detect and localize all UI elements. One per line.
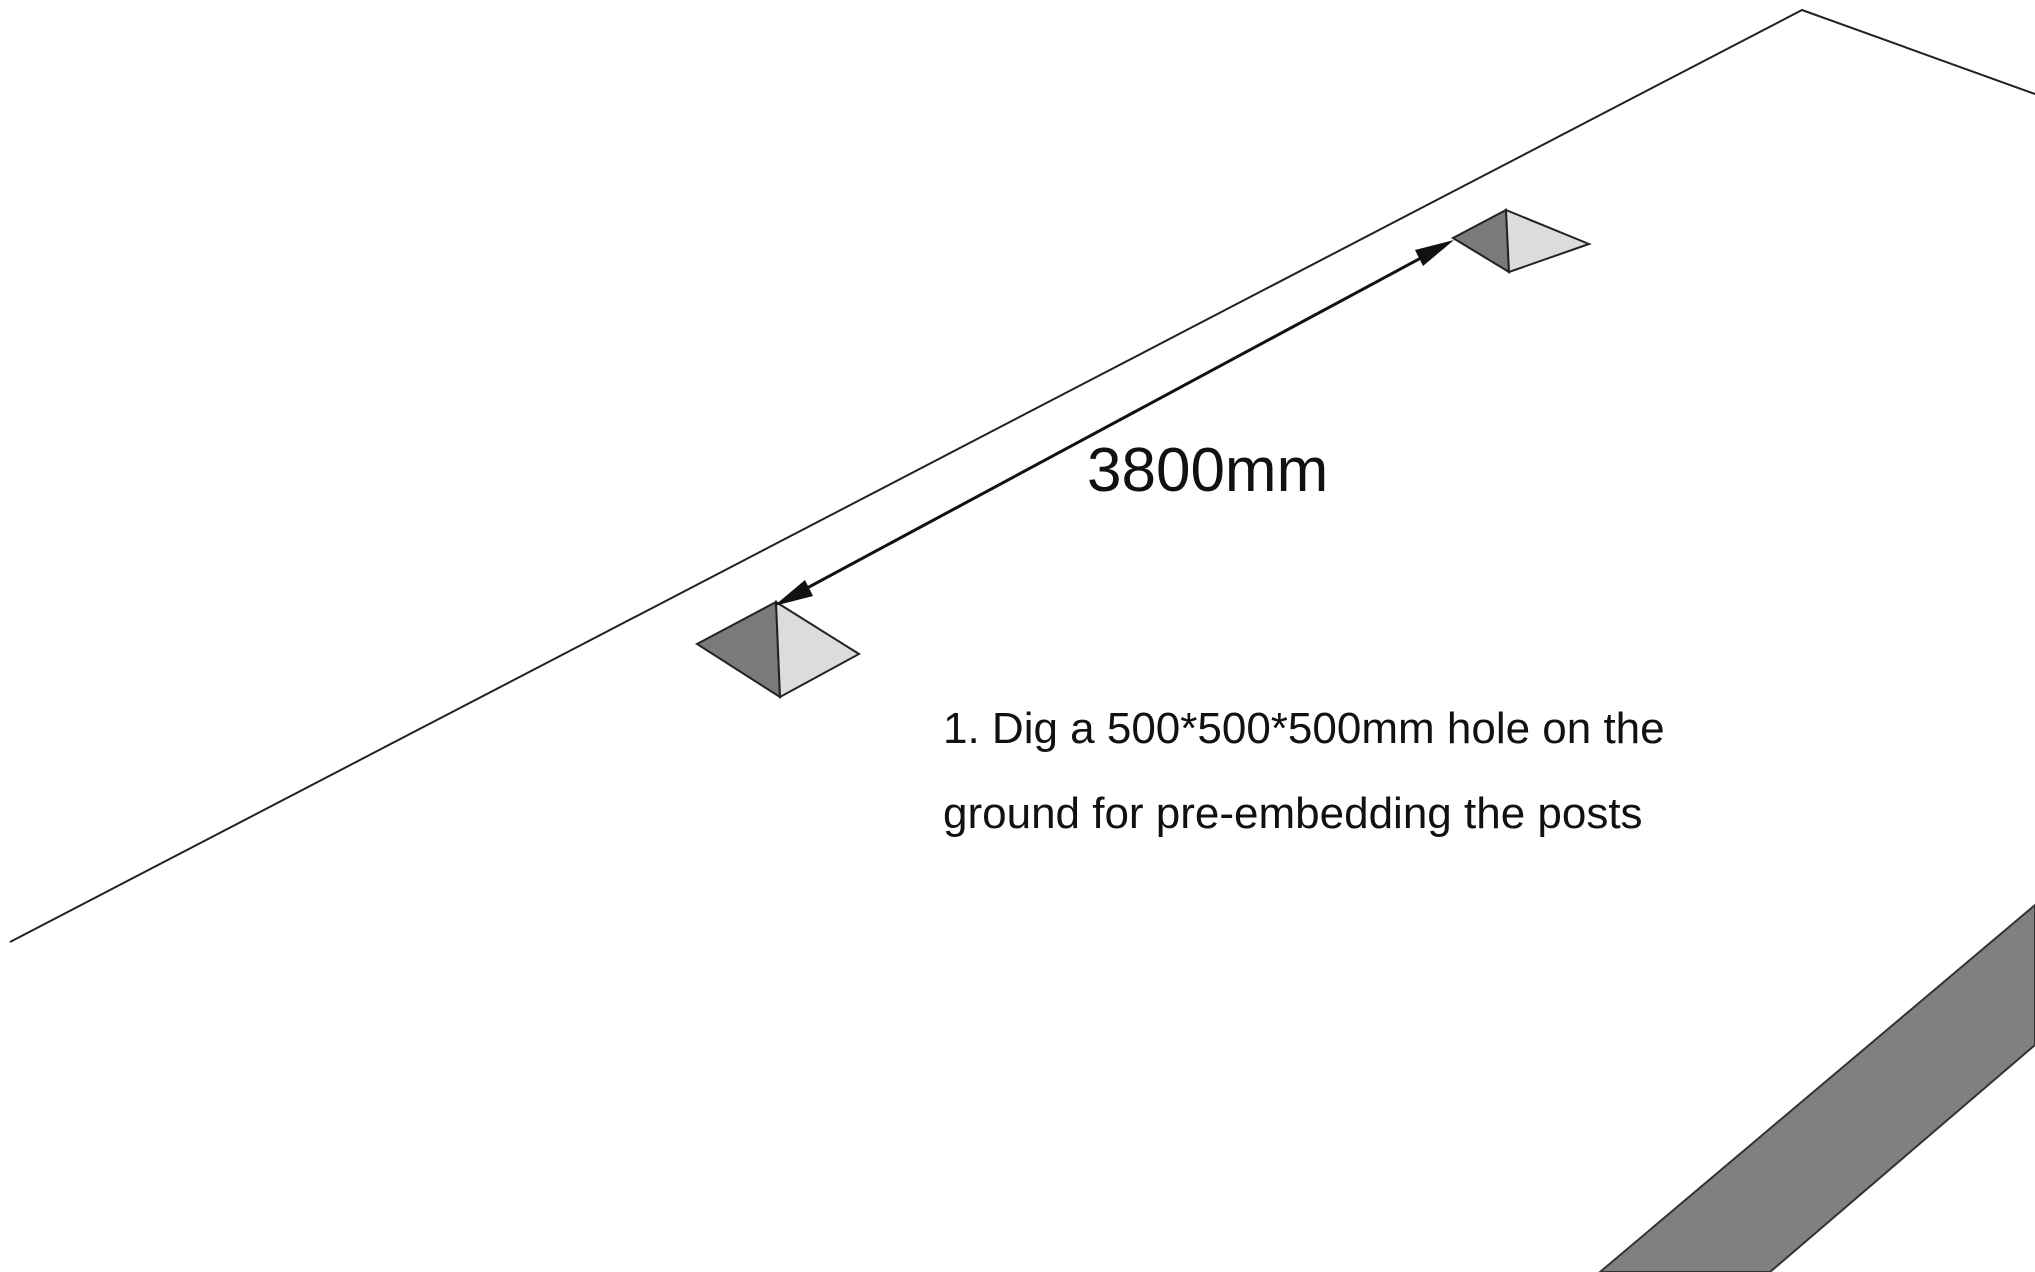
post-hole-left — [695, 600, 861, 699]
instruction-text: 1. Dig a 500*500*500mm hole on the groun… — [943, 686, 1665, 856]
dimension-arrow — [774, 240, 1454, 606]
ground-plane-edge — [9, 8, 2035, 943]
hole-left-light-face — [774, 600, 861, 699]
instruction-line-1: 1. Dig a 500*500*500mm hole on the — [943, 704, 1665, 753]
instruction-line-2: ground for pre-embedding the posts — [943, 789, 1643, 838]
dimension-line — [795, 250, 1433, 596]
post-hole-right — [1450, 208, 1592, 274]
arrowhead-right — [1415, 240, 1454, 266]
arrowhead-left — [774, 580, 813, 606]
dimension-label: 3800mm — [1087, 436, 1329, 505]
hole-left-dark-face — [695, 600, 782, 699]
hole-right-dark-face — [1450, 208, 1511, 274]
hole-right-light-face — [1504, 208, 1592, 274]
path-strip — [1598, 903, 2035, 1272]
